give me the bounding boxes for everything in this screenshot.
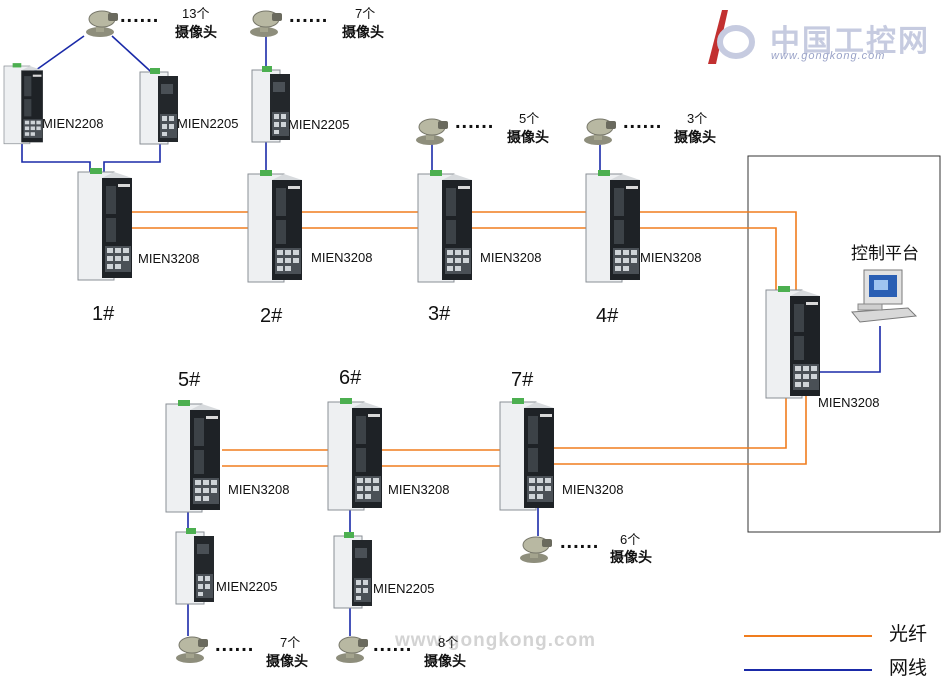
camera-icon [415, 118, 449, 146]
watermark: www.gongkong.com [395, 630, 597, 651]
camera-label: 摄像头 [266, 653, 308, 669]
camera-count: 7个 [280, 635, 301, 650]
camera-label: 摄像头 [674, 129, 716, 145]
edge-switch-label: MIEN2205 [216, 579, 278, 594]
ellipsis: ...... [623, 111, 663, 133]
node-label: 5# [178, 369, 201, 391]
camera-count: 6个 [620, 532, 641, 547]
switch-model-label: MIEN3208 [818, 395, 880, 410]
camera-icon [175, 636, 209, 664]
switch-mien3208 [165, 399, 221, 513]
switch-mien2205 [251, 65, 291, 143]
edge-switch-label: MIEN2205 [177, 116, 239, 131]
copper-link [103, 134, 161, 174]
node-label: 6# [339, 367, 362, 389]
camera-icon [85, 10, 119, 38]
switch-model-label: MIEN3208 [562, 482, 624, 497]
fiber-link [552, 396, 807, 465]
switch-model-label: MIEN3208 [480, 250, 542, 265]
camera-count: 8个 [438, 635, 459, 650]
camera-icon [335, 636, 369, 664]
legend-fiber-label: 光纤 [889, 624, 928, 645]
switch-mien2205 [175, 527, 215, 605]
copper-link [818, 326, 881, 373]
switch-model-label: MIEN3208 [640, 250, 702, 265]
switch-mien3208 [327, 397, 383, 511]
ellipsis: ...... [373, 634, 413, 656]
camera-label: 摄像头 [342, 24, 384, 40]
camera-icon [249, 10, 283, 38]
ellipsis: ...... [215, 634, 255, 656]
ellipsis: ...... [560, 531, 600, 553]
edge-switch-label: MIEN2208 [42, 116, 104, 131]
node-label: 2# [260, 305, 283, 327]
camera-label: 摄像头 [424, 653, 466, 669]
ellipsis: ...... [120, 5, 160, 27]
switch-mien3208 [77, 167, 133, 281]
logo: 中国工控网 [770, 24, 930, 59]
ellipsis: ...... [455, 111, 495, 133]
camera-count: 7个 [355, 6, 376, 21]
camera-count: 5个 [519, 111, 540, 126]
edge-switch-label: MIEN2205 [373, 581, 435, 596]
node-label: 4# [596, 305, 619, 327]
fiber-link [636, 227, 777, 292]
node-label: 3# [428, 303, 451, 325]
switch-model-label: MIEN3208 [138, 251, 200, 266]
switch-mien3208 [417, 169, 473, 283]
switch-model-label: MIEN3208 [311, 250, 373, 265]
logo-url: www.gongkong.com [771, 50, 886, 62]
node-label: 1# [92, 303, 115, 325]
ellipsis: ...... [289, 5, 329, 27]
control-room-frame [747, 155, 941, 533]
control-platform-label: 控制平台 [851, 244, 919, 263]
camera-label: 摄像头 [610, 549, 652, 565]
edge-switch-label: MIEN2205 [288, 117, 350, 132]
switch-mien3208 [247, 169, 303, 283]
camera-count: 13个 [182, 6, 210, 21]
switch-model-label: MIEN3208 [388, 482, 450, 497]
camera-count: 3个 [687, 111, 708, 126]
camera-icon [583, 118, 617, 146]
switch-mien2205 [333, 531, 373, 609]
camera-icon [519, 536, 553, 564]
switch-mien3208 [499, 397, 555, 511]
fiber-link [636, 211, 797, 292]
node-label: 7# [511, 369, 534, 391]
switch-mien2208 [3, 62, 44, 145]
legend-copper-label: 网线 [889, 658, 928, 679]
switch-mien3208 [585, 169, 641, 283]
computer-icon [851, 269, 917, 323]
switch-mien2205 [139, 67, 179, 145]
switch-model-label: MIEN3208 [228, 482, 290, 497]
camera-label: 摄像头 [175, 24, 217, 40]
switch-mien3208 [765, 285, 821, 399]
camera-label: 摄像头 [507, 129, 549, 145]
logo-mark-ring [717, 25, 755, 59]
fiber-link [552, 396, 787, 449]
